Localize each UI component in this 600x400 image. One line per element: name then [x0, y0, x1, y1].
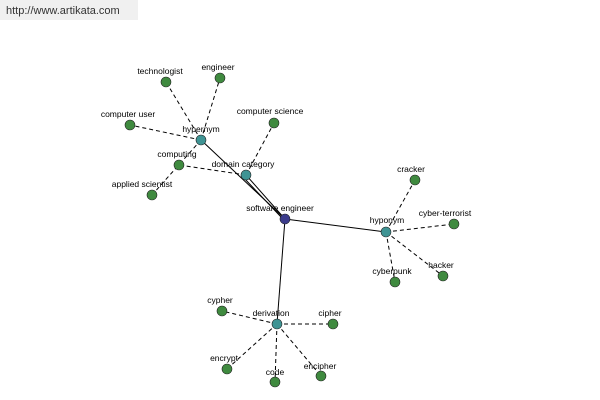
leaf-node-technologist[interactable] [160, 76, 172, 88]
edge-hypernym-technologist [165, 81, 202, 141]
leaf-node-cypher[interactable] [216, 305, 228, 317]
edge-derivation-cypher [221, 310, 278, 325]
leaf-node-cyberpunk[interactable] [389, 276, 401, 288]
leaf-label-technologist: technologist [137, 66, 183, 76]
leaf-node-encipher[interactable] [315, 370, 327, 382]
edge-hyponym-cracker [385, 179, 416, 233]
graph-edges [129, 77, 455, 383]
edge-hyponym-cyberpunk [385, 231, 396, 283]
leaf-label-cipher: cipher [318, 308, 341, 318]
edge-derivation-encrypt [226, 323, 278, 370]
graph-labels: software engineer hypernym domain category… [101, 62, 472, 377]
category-node-derivation[interactable] [271, 318, 283, 330]
leaf-node-code[interactable] [269, 376, 281, 388]
leaf-node-engineer[interactable] [214, 72, 226, 84]
leaf-label-computing: computing [157, 149, 196, 159]
leaf-label-cracker: cracker [397, 164, 425, 174]
source-url[interactable]: http://www.artikata.com [0, 0, 138, 20]
edge-hyponym-cyber_terrorist [385, 223, 455, 233]
central-node-label: software engineer [246, 203, 314, 213]
leaf-node-cyber-terrorist[interactable] [448, 218, 460, 230]
category-node-hyponym[interactable] [380, 226, 392, 238]
edge-center-domain-double [242, 176, 283, 219]
leaf-label-cyberpunk: cyberpunk [372, 266, 412, 276]
category-label-hypernym: hypernym [182, 124, 219, 134]
edge-hyponym-hacker [385, 231, 444, 277]
edge-derivation-code [274, 323, 278, 383]
category-node-domain[interactable] [240, 169, 252, 181]
category-label-derivation: derivation [253, 308, 290, 318]
leaf-label-computer-user: computer user [101, 109, 155, 119]
leaf-label-cypher: cypher [207, 295, 233, 305]
edge-center-hyponym [284, 218, 387, 233]
leaf-label-engineer: engineer [201, 62, 234, 72]
leaf-label-hacker: hacker [428, 260, 454, 270]
leaf-node-computer-science[interactable] [268, 117, 280, 129]
leaf-node-computing[interactable] [173, 159, 185, 171]
leaf-label-code: code [266, 367, 285, 377]
leaf-node-applied-scientist[interactable] [146, 189, 158, 201]
edge-domain-computing [178, 164, 247, 176]
leaf-label-cyber-terrorist: cyber-terrorist [419, 208, 472, 218]
edge-derivation-encipher [276, 323, 322, 377]
category-label-hyponym: hyponym [370, 215, 405, 225]
edge-center-derivation [276, 218, 286, 325]
graph-nodes [124, 72, 460, 388]
category-label-domain: domain category [212, 159, 276, 169]
leaf-node-cipher[interactable] [327, 318, 339, 330]
leaf-label-encrypt: encrypt [210, 353, 239, 363]
edge-hypernym-computer_user [129, 124, 202, 141]
leaf-label-applied-scientist: applied scientist [112, 179, 173, 189]
leaf-node-computer-user[interactable] [124, 119, 136, 131]
edge-center-domain [245, 174, 286, 220]
leaf-label-computer-science: computer science [237, 106, 304, 116]
edge-hypernym-engineer [200, 77, 221, 141]
central-node[interactable] [279, 213, 291, 225]
category-node-hypernym[interactable] [195, 134, 207, 146]
leaf-label-encipher: encipher [304, 361, 337, 371]
leaf-node-hacker[interactable] [437, 270, 449, 282]
leaf-node-cracker[interactable] [409, 174, 421, 186]
leaf-node-encrypt[interactable] [221, 363, 233, 375]
edge-domain-computer_science [245, 122, 275, 176]
